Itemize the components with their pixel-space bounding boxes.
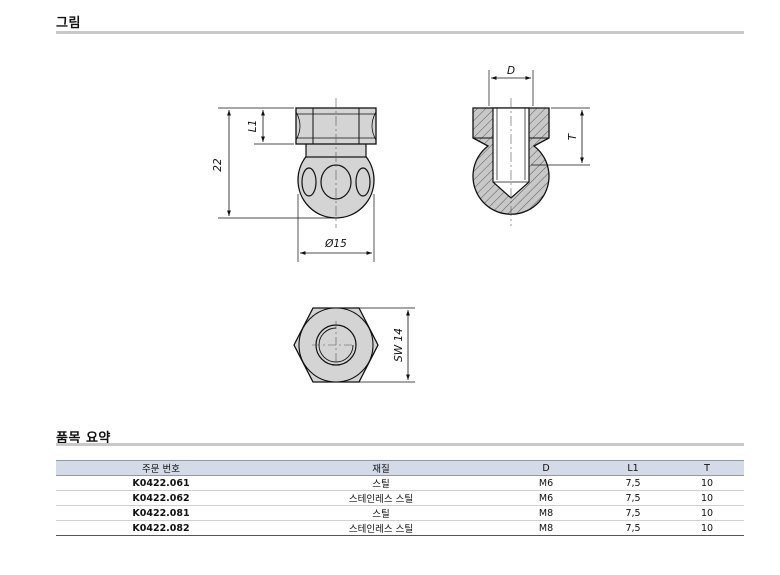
dim-height: 22 (212, 158, 224, 172)
dim-sw: SW 14 (393, 328, 405, 362)
left-hole (301, 167, 317, 197)
l1-value: 7,5 (596, 505, 670, 521)
material: 스틸 (266, 505, 496, 521)
table-row: K0422.062 스테인레스 스틸 M6 7,5 10 (56, 490, 744, 506)
drawing-section-rule (56, 31, 744, 34)
table-header-row: 주문 번호 재질 D L1 T (56, 460, 744, 476)
product-summary-table: 주문 번호 재질 D L1 T K0422.061 스틸 M6 7,5 10 K… (56, 460, 744, 536)
d-value: M6 (496, 490, 596, 506)
header-l1: L1 (596, 460, 670, 476)
summary-section-title: 품목 요약 (56, 431, 111, 446)
t-value: 10 (670, 505, 744, 521)
table-row: K0422.061 스틸 M6 7,5 10 (56, 475, 744, 491)
material: 스틸 (266, 475, 496, 491)
drawing-section-title: 그림 (56, 16, 81, 31)
t-value: 10 (670, 520, 744, 536)
dim-diameter: Ø15 (324, 238, 347, 250)
header-t: T (670, 460, 744, 476)
table-row: K0422.081 스틸 M8 7,5 10 (56, 505, 744, 521)
section-view: D T (472, 65, 590, 226)
order-number: K0422.062 (56, 490, 266, 506)
summary-section-rule (56, 443, 744, 446)
t-value: 10 (670, 475, 744, 491)
order-number: K0422.082 (56, 520, 266, 536)
d-value: M8 (496, 520, 596, 536)
t-value: 10 (670, 490, 744, 506)
thread-arc (318, 327, 354, 363)
d-value: M8 (496, 505, 596, 521)
header-material: 재질 (266, 460, 496, 476)
l1-value: 7,5 (596, 520, 670, 536)
dim-t: T (567, 132, 579, 140)
order-number: K0422.081 (56, 505, 266, 521)
order-number: K0422.061 (56, 475, 266, 491)
technical-drawing: 22 L1 Ø15 D T (212, 65, 590, 383)
dim-d: D (507, 65, 515, 77)
header-d: D (496, 460, 596, 476)
l1-value: 7,5 (596, 490, 670, 506)
table-row: K0422.082 스테인레스 스틸 M8 7,5 10 (56, 520, 744, 536)
dim-l1: L1 (247, 120, 259, 133)
header-order-number: 주문 번호 (56, 460, 266, 476)
l1-value: 7,5 (596, 475, 670, 491)
top-view: SW 14 (293, 307, 415, 383)
right-hole (355, 167, 371, 197)
material: 스테인레스 스틸 (266, 520, 496, 536)
d-value: M6 (496, 475, 596, 491)
material: 스테인레스 스틸 (266, 490, 496, 506)
front-view: 22 L1 Ø15 (212, 98, 377, 262)
